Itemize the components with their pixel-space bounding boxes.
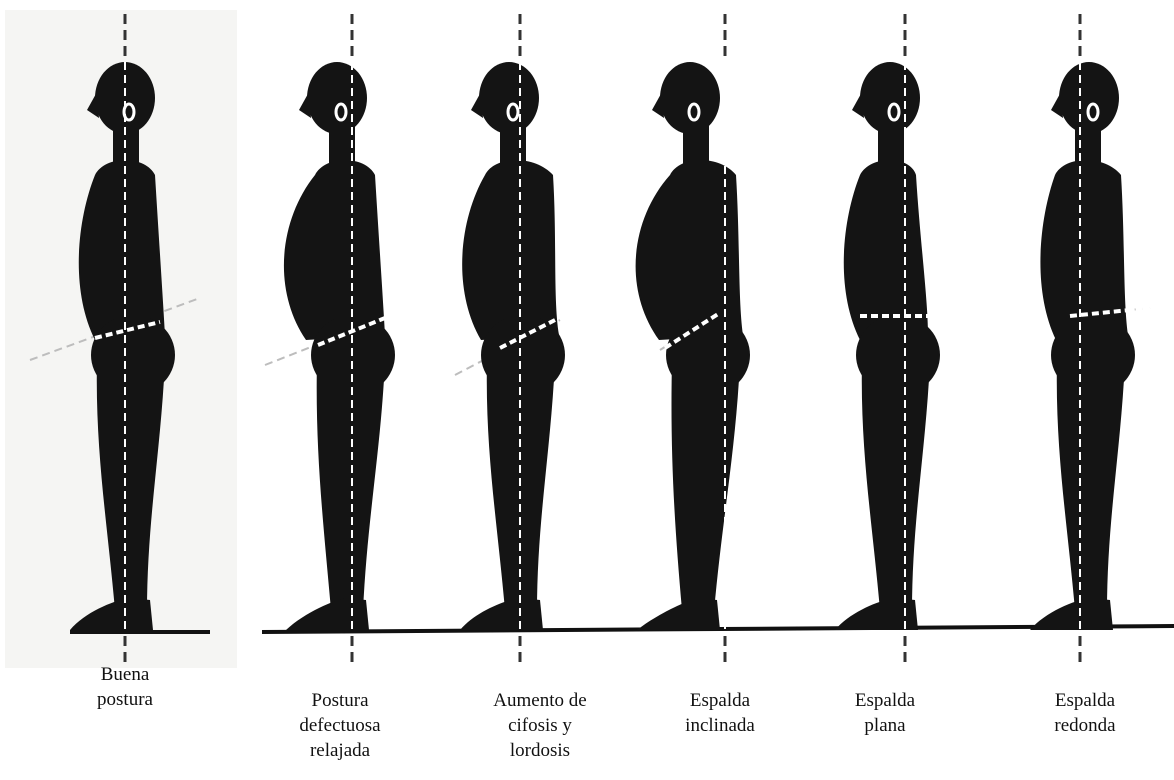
neck [683,124,709,164]
caption-line: Espalda [1000,688,1170,713]
posture-illustration [0,0,1174,670]
torso [284,160,385,340]
caption-round: Espaldaredonda [1000,688,1170,738]
face [852,92,864,118]
caption-flat: Espaldaplana [800,688,970,738]
foot [637,598,720,630]
caption-line: inclinada [635,713,805,738]
head [860,62,920,134]
caption-sway: Espaldainclinada [635,688,805,738]
figure-round [1030,14,1150,668]
figure-kyphosis [455,14,565,668]
head [95,62,155,134]
caption-good: Buenapostura [40,662,210,712]
foot [1030,598,1113,630]
neck [878,124,904,164]
foot [460,598,543,630]
foot [286,598,369,630]
torso [844,160,928,340]
face [471,92,483,118]
caption-line: Aumento de [455,688,625,713]
legs [1057,360,1125,612]
caption-line: postura [40,687,210,712]
legs [317,360,385,612]
caption-line: plana [800,713,970,738]
caption-line: Espalda [800,688,970,713]
posture-figure [0,0,1174,670]
caption-line: Buena [40,662,210,687]
caption-line: defectuosa [255,713,425,738]
caption-line: cifosis y [455,713,625,738]
neck [500,124,526,164]
face [299,92,311,118]
head [307,62,367,134]
head [479,62,539,134]
caption-line: redonda [1000,713,1170,738]
legs [862,360,930,612]
torso [79,160,165,340]
torso [462,160,559,340]
face [652,92,664,118]
caption-kyphosis: Aumento decifosis ylordosis [455,688,625,763]
caption-line: lordosis [455,738,625,763]
head [660,62,720,134]
neck [1075,124,1101,164]
caption-line: Postura [255,688,425,713]
face [1051,92,1063,118]
caption-line: Espalda [635,688,805,713]
figure-sway [636,14,750,668]
figure-relaxed [265,14,395,668]
legs [671,360,740,612]
figure-flat [835,14,940,668]
caption-relaxed: Posturadefectuosarelajada [255,688,425,763]
caption-line: relajada [255,738,425,763]
head [1059,62,1119,134]
torso [636,160,743,340]
